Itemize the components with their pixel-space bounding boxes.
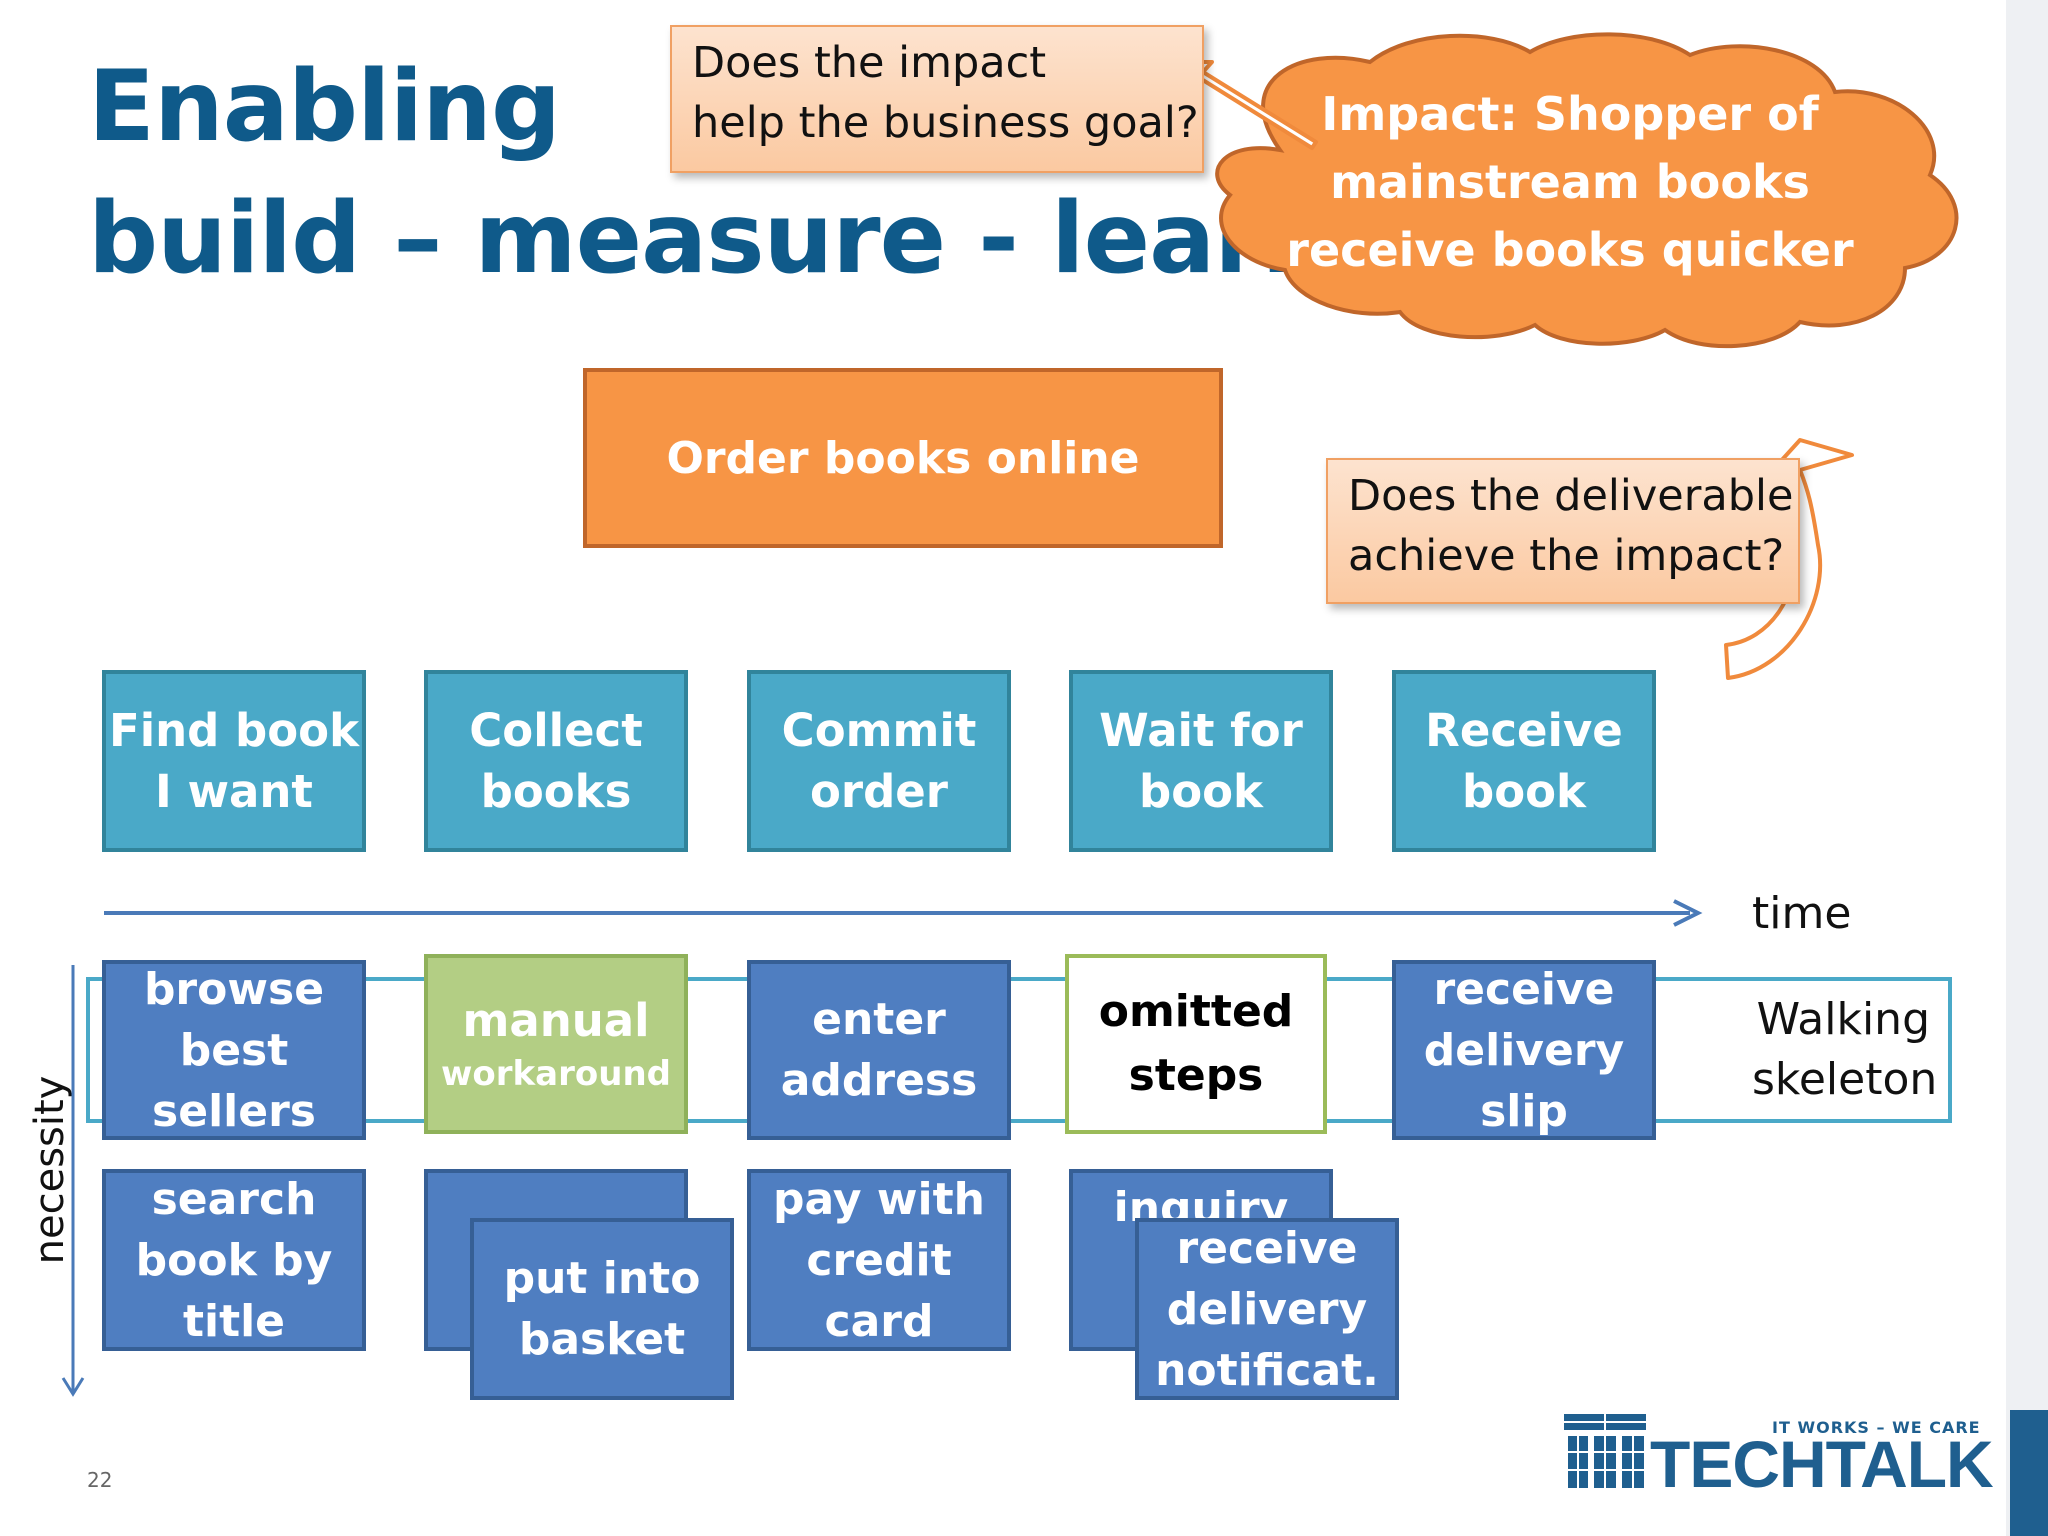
techtalk-logo-mark	[1564, 1414, 1646, 1488]
activity-line-1: Receive	[1425, 704, 1623, 757]
activity-line-1: Find book	[108, 704, 360, 757]
logo-tagline: IT WORKS – WE CARE	[1772, 1418, 1981, 1437]
task-line-1: browse	[143, 963, 325, 1015]
task-line-1: receive	[1433, 963, 1615, 1015]
task-line-3: title	[182, 1295, 286, 1347]
task-line-2: address	[780, 1055, 978, 1106]
deliverable-callout-line-1: Does the deliverable	[1348, 471, 1794, 521]
task-line-1: search	[151, 1173, 317, 1225]
task-line-2: steps	[1128, 1050, 1264, 1101]
activity-receive-book: Receive book	[1392, 670, 1656, 852]
task-receive-delivery-notification: receive delivery notificat.	[1135, 1218, 1399, 1400]
walking-skeleton-line-2: skeleton	[1752, 1054, 1938, 1105]
task-line-3: notificat.	[1155, 1344, 1379, 1396]
impact-line-3: receive books quicker	[1286, 223, 1854, 277]
business-goal-callout: Does the impact help the business goal?	[670, 25, 1204, 173]
page-number: 22	[87, 1468, 113, 1492]
activity-line-1: Wait for	[1099, 704, 1303, 757]
task-line-1: omitted	[1098, 986, 1294, 1037]
task-line-2: credit	[806, 1234, 952, 1286]
task-put-into-basket: put into basket	[470, 1218, 734, 1400]
task-line-2: book by	[135, 1234, 333, 1286]
goal-label: Order books online	[666, 432, 1140, 484]
workaround-label: workaround	[441, 1054, 671, 1094]
activity-collect-books: Collect books	[424, 670, 688, 852]
deliverable-callout-line-2: achieve the impact?	[1348, 531, 1785, 581]
activity-line-2: book	[1139, 765, 1263, 818]
task-omitted-steps: omitted steps	[1065, 954, 1327, 1134]
goal-box: Order books online	[583, 368, 1223, 548]
manual-label: manual	[462, 994, 650, 1047]
activity-commit-order: Commit order	[747, 670, 1011, 852]
task-line-1: enter	[812, 994, 946, 1045]
walking-skeleton-label: Walking skeleton	[1752, 990, 1938, 1110]
necessity-label: necessity	[27, 1075, 73, 1265]
task-line-2: basket	[518, 1314, 686, 1365]
task-line-1: receive	[1176, 1222, 1358, 1274]
task-line-3: card	[824, 1295, 934, 1347]
deliverable-callout: Does the deliverable achieve the impact?	[1326, 458, 1800, 604]
task-line-1: pay with	[773, 1173, 985, 1225]
activity-line-1: Collect	[469, 704, 643, 757]
logo-wordmark: TECHTALK	[1650, 1427, 1994, 1501]
activity-line-2: order	[809, 765, 949, 818]
activity-line-2: I want	[155, 765, 313, 818]
task-line-3: sellers	[152, 1085, 316, 1137]
activity-find-book: Find book I want	[102, 670, 366, 852]
slide-title-line-2: build – measure - learn	[88, 182, 1331, 296]
time-axis-arrow	[104, 899, 1703, 927]
necessity-axis-arrow	[61, 965, 85, 1397]
walking-skeleton-frame	[86, 977, 1952, 1123]
impact-cloud-shape	[1215, 32, 1959, 349]
task-search-book-by-title: search book by title	[102, 1169, 366, 1351]
time-label: time	[1752, 888, 1852, 939]
right-edge-band	[2006, 0, 2048, 1536]
right-edge-accent	[2010, 1410, 2048, 1536]
activity-line-2: books	[480, 765, 632, 818]
business-callout-line-2: help the business goal?	[692, 98, 1199, 148]
impact-line-1: Impact: Shopper of	[1321, 87, 1819, 141]
business-callout-line-1: Does the impact	[692, 38, 1047, 88]
task-enter-address: enter address	[747, 960, 1011, 1140]
slide-title-line-1: Enabling	[88, 50, 561, 164]
activity-line-2: book	[1462, 765, 1586, 818]
impact-line-2: mainstream books	[1330, 155, 1810, 209]
task-line-1: inquiry	[1113, 1183, 1289, 1221]
task-line-2: delivery	[1423, 1024, 1625, 1076]
task-pay-with-credit-card: pay with credit card	[747, 1169, 1011, 1351]
activity-wait-for-book: Wait for book	[1069, 670, 1333, 852]
impact-cloud-text: Impact: Shopper of mainstream books rece…	[1250, 82, 1890, 282]
task-line-3: slip	[1480, 1085, 1568, 1137]
task-browse-best-sellers: browse best sellers	[102, 960, 366, 1140]
walking-skeleton-line-1: Walking	[1756, 994, 1930, 1045]
task-line-2: best	[179, 1024, 289, 1076]
task-manual-workaround: manual workaround	[424, 954, 688, 1134]
activity-line-1: Commit	[781, 704, 977, 757]
task-line-1: put into	[503, 1253, 701, 1304]
task-line-2: delivery	[1166, 1283, 1368, 1335]
task-receive-delivery-slip: receive delivery slip	[1392, 960, 1656, 1140]
